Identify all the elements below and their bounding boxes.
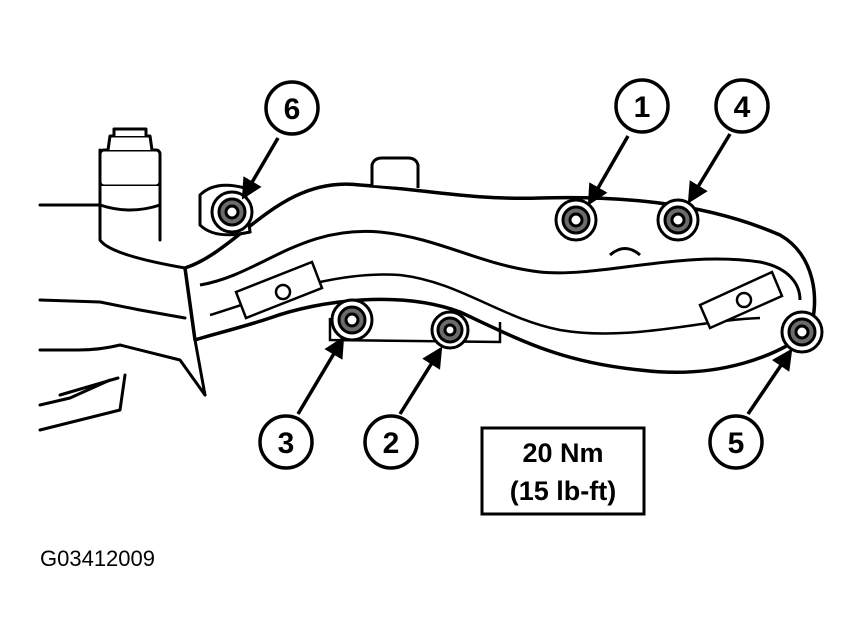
callout-2: 2: [363, 414, 419, 470]
bolt-6: [210, 190, 254, 234]
leader-arrow-5: [746, 348, 793, 415]
svg-text:2: 2: [383, 427, 400, 460]
svg-text:3: 3: [278, 427, 295, 460]
leader-arrow-3: [296, 336, 345, 415]
leader-arrow-4: [687, 133, 732, 204]
bolts: [210, 190, 824, 354]
bracket-rib: [199, 229, 802, 301]
leader-arrow-2: [398, 346, 443, 415]
svg-text:6: 6: [284, 93, 301, 126]
torque-spec-metric: 20 Nm: [522, 438, 603, 468]
callout-1: 1: [614, 78, 670, 134]
figure-code: G03412009: [40, 546, 155, 571]
leader-arrow-6: [241, 137, 280, 200]
torque-spec-box: 20 Nm (15 lb-ft): [480, 426, 646, 516]
bolt-5: [780, 310, 824, 354]
leader-arrows: [241, 133, 793, 415]
callout-4: 4: [714, 78, 770, 134]
bracket-right-slot: [698, 270, 784, 330]
bracket-top-tab: [370, 156, 420, 188]
leader-arrow-1: [587, 135, 630, 206]
bolt-1: [554, 198, 598, 242]
bolt-4: [656, 198, 700, 242]
callout-6: 6: [264, 80, 320, 136]
block-bolt-head: [98, 127, 162, 212]
svg-text:4: 4: [734, 91, 751, 124]
bracket-nub: [609, 247, 641, 257]
callout-circles: 6 1 4 3 2 5: [258, 78, 770, 470]
s-shaped-bracket: [183, 156, 817, 374]
callout-5: 5: [708, 414, 764, 470]
bracket-lower-flange: [328, 318, 502, 344]
bracket-left-slot: [234, 260, 324, 320]
svg-text:5: 5: [728, 427, 745, 460]
bolt-3: [330, 298, 374, 342]
bolt-2: [430, 310, 470, 350]
callout-3: 3: [258, 414, 314, 470]
svg-text:1: 1: [634, 91, 651, 124]
torque-spec-imperial: (15 lb-ft): [510, 476, 616, 506]
